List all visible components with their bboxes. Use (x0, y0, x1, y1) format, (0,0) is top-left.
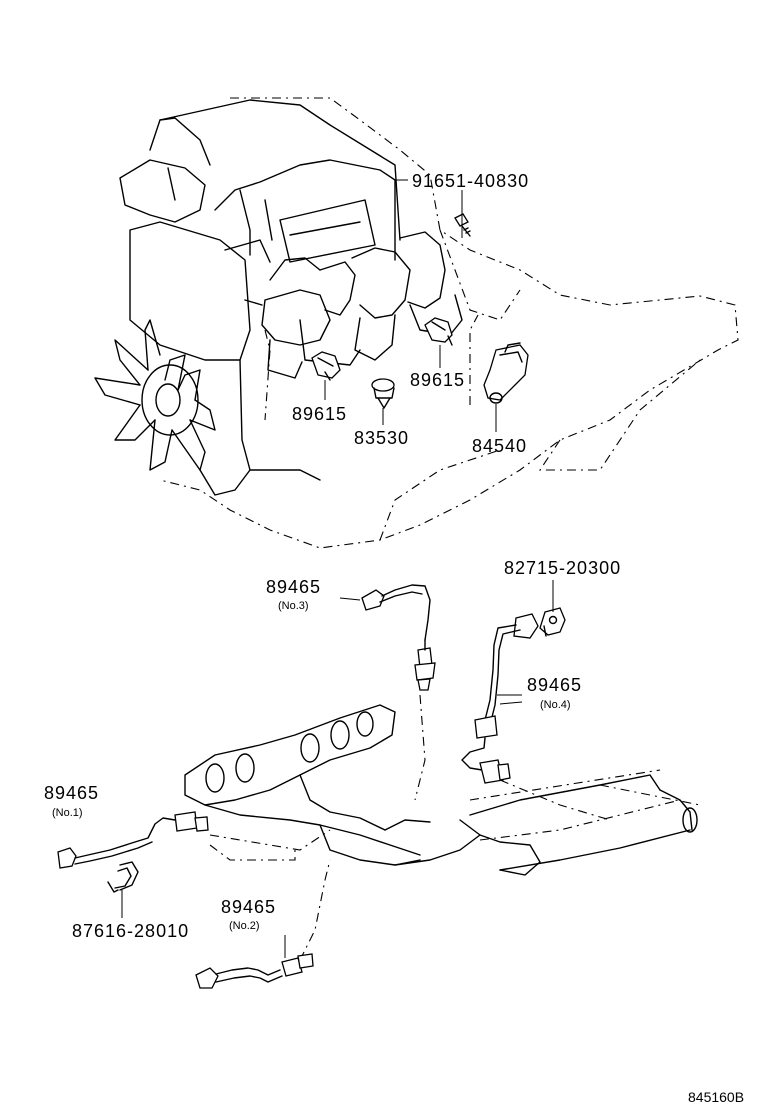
part-number-89465-no1[interactable]: 89465 (44, 783, 99, 803)
part-number-89465-no2[interactable]: 89465 (221, 897, 276, 917)
position-label-no4: (No.4) (540, 699, 571, 711)
part-number-89615-left[interactable]: 89615 (292, 404, 347, 424)
position-label-no1: (No.1) (52, 807, 83, 819)
part-number-89465-no3[interactable]: 89465 (266, 577, 321, 597)
part-number-84540[interactable]: 84540 (472, 436, 527, 456)
part-number-82715-20300[interactable]: 82715-20300 (504, 558, 621, 578)
pressure-switch-icon (371, 378, 395, 409)
bracket-icon (539, 607, 566, 637)
engine-illustration (94, 97, 739, 549)
temperature-sensor-icon (311, 351, 341, 381)
oxygen-sensor-icon (195, 953, 314, 989)
diagram-code: 845160B (688, 1089, 744, 1105)
oxygen-sensor-icon (57, 811, 209, 869)
part-number-91651-40830[interactable]: 91651-40830 (412, 171, 529, 191)
exhaust-manifold-illustration (184, 704, 701, 876)
fan-icon (94, 319, 216, 471)
part-number-89615-right[interactable]: 89615 (410, 370, 465, 390)
part-number-87616-28010[interactable]: 87616-28010 (72, 921, 189, 941)
part-number-89465-no4[interactable]: 89465 (527, 675, 582, 695)
part-number-83530[interactable]: 83530 (354, 428, 409, 448)
throttle-position-sensor-icon (483, 342, 529, 404)
position-label-no3: (No.3) (278, 600, 309, 612)
clamp-icon (107, 861, 139, 893)
position-label-no2: (No.2) (229, 920, 260, 932)
oxygen-sensor-icon (361, 584, 436, 691)
oxygen-sensor-icon (461, 613, 539, 784)
temperature-sensor-icon (424, 317, 453, 346)
